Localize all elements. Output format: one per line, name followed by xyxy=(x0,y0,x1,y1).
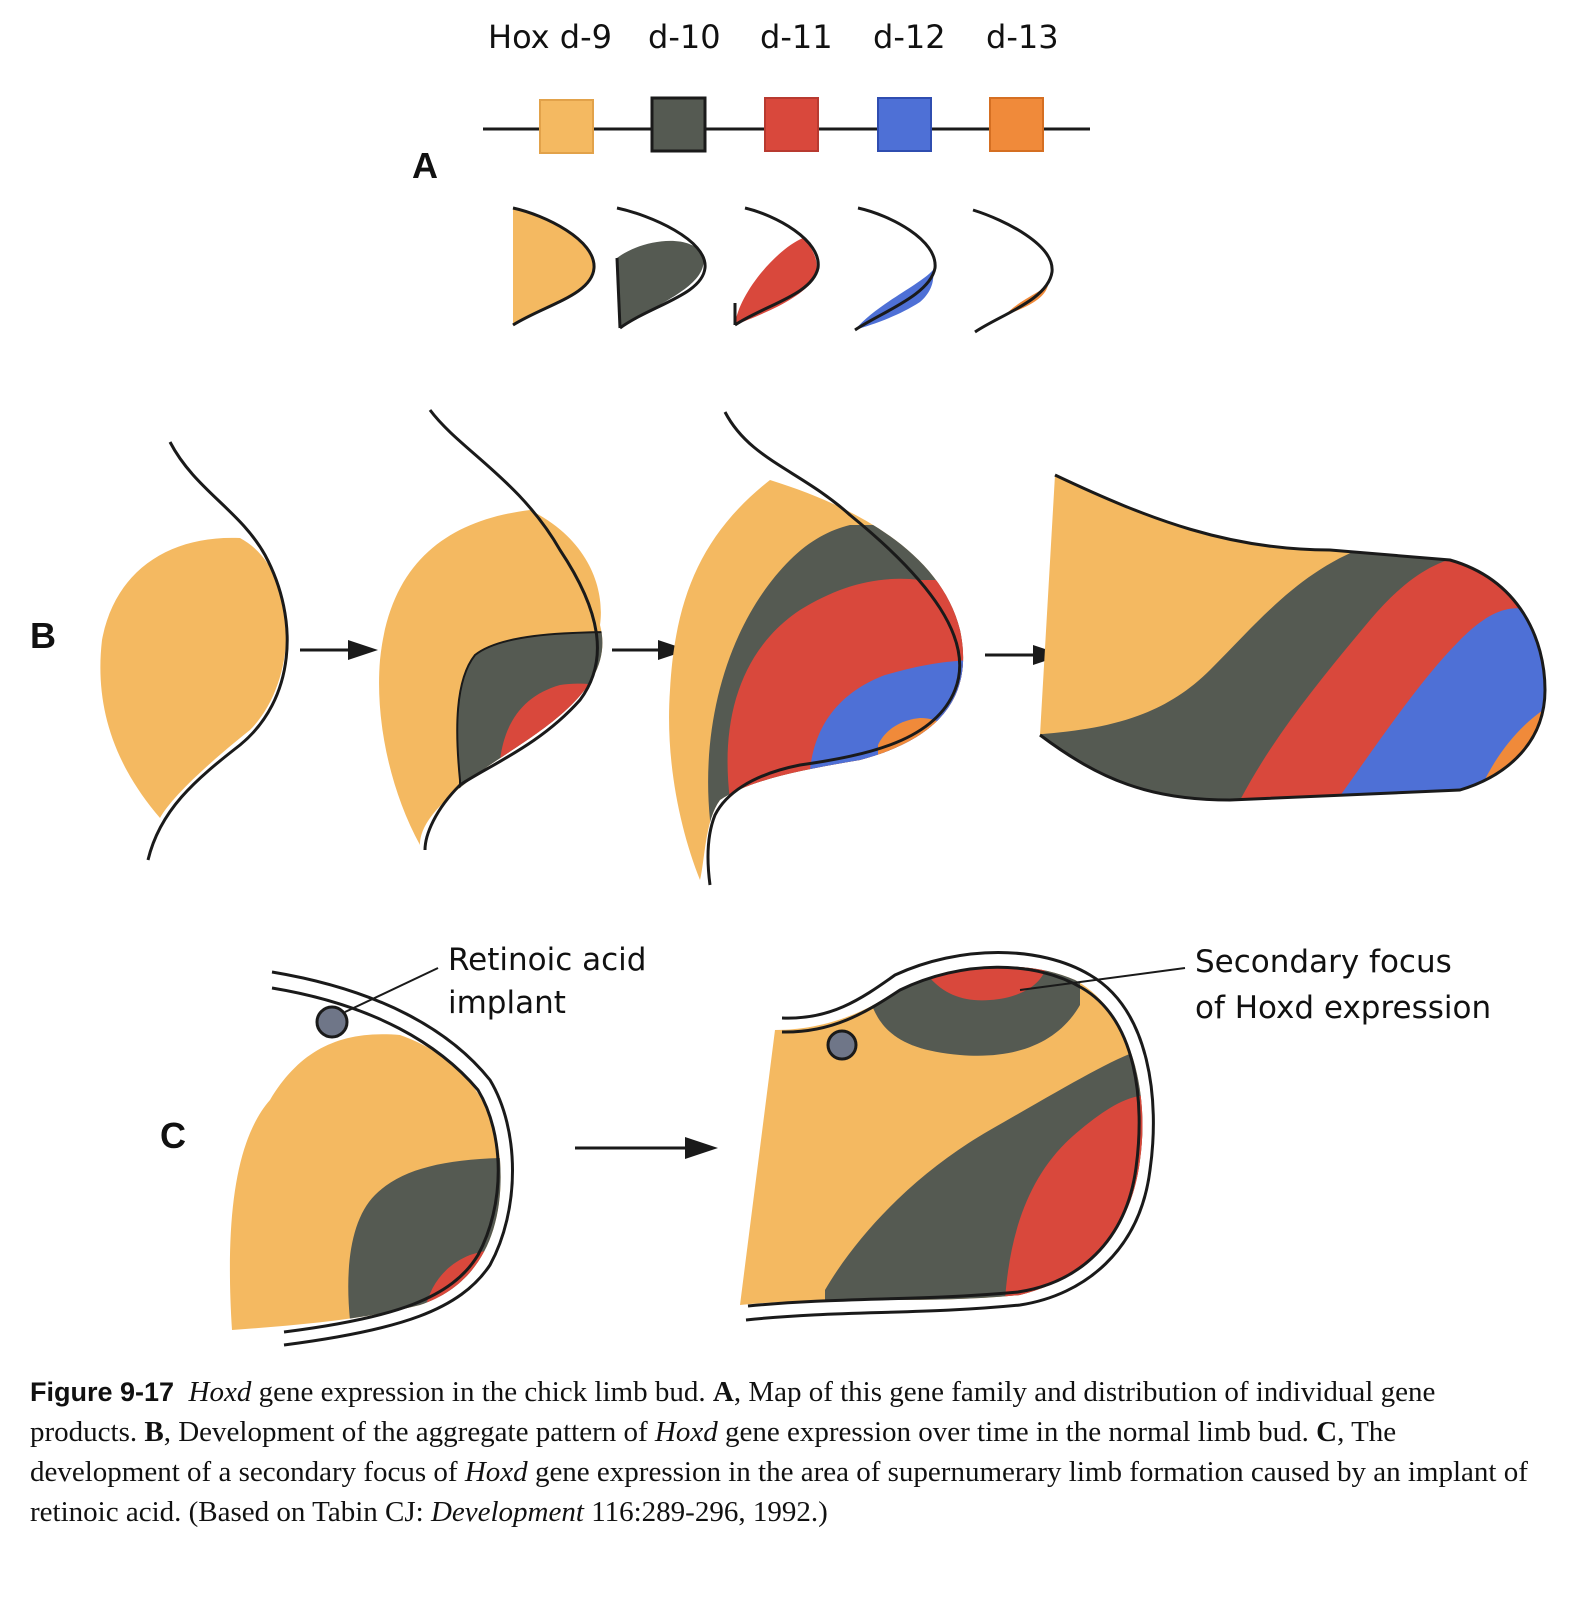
caption-text-5: , The development of a secondary focus o… xyxy=(30,1416,1397,1488)
hoxd-limb-bud-diagram: A Hox d-9 d-10 d-11 d-12 d-13 xyxy=(30,18,1547,1347)
figure-number: Figure 9-17 xyxy=(30,1377,175,1407)
caption-text-3: , Development of the aggregate pattern o… xyxy=(163,1416,655,1448)
panel-b-letter: B xyxy=(30,615,56,656)
caption-text-1: gene expression in the chick limb bud. xyxy=(251,1376,713,1408)
arrow-b1 xyxy=(300,640,378,660)
limb-bud-implant xyxy=(229,967,514,1347)
caption-hoxd: Hoxd xyxy=(188,1376,252,1408)
gene-box-hoxd13 xyxy=(989,97,1044,152)
caption-c-letter: C xyxy=(1316,1416,1338,1448)
focus-label-line1: Secondary focus xyxy=(1195,944,1452,980)
limb-bud-stage-2 xyxy=(379,409,603,851)
expression-bud-hoxd9 xyxy=(512,206,596,327)
implant-label-line1: Retinoic acid xyxy=(448,942,646,978)
retinoic-acid-implant xyxy=(315,1005,349,1039)
implant-leader-line xyxy=(344,967,439,1013)
panel-a: A Hox d-9 d-10 d-11 d-12 d-13 xyxy=(412,18,1090,334)
gene-label-hoxd10: d-10 xyxy=(648,18,721,56)
caption-text-6: gene expression in the area of supernume… xyxy=(30,1456,1528,1528)
gene-box-hoxd10 xyxy=(650,96,707,153)
caption-hoxd-2: Hoxd xyxy=(654,1416,718,1448)
gene-label-hoxd9: Hox d-9 xyxy=(488,18,612,56)
gene-label-hoxd12: d-12 xyxy=(873,18,946,56)
caption-hoxd-3: Hoxd xyxy=(464,1456,528,1488)
panel-c-letter: C xyxy=(160,1115,186,1156)
implant-label-line2: implant xyxy=(448,985,566,1021)
expression-bud-hoxd12 xyxy=(854,206,937,332)
panel-b: B xyxy=(30,409,1547,886)
expression-bud-hoxd10 xyxy=(615,206,707,330)
caption-text-7: 116:289-296, 1992.) xyxy=(583,1496,828,1528)
caption-text-2: , Map of this gene family and distributi… xyxy=(30,1376,1436,1448)
limb-bud-stage-3 xyxy=(669,411,964,886)
gene-box-hoxd12 xyxy=(877,97,932,152)
arrow-b2 xyxy=(612,640,688,660)
limb-bud-stage-1 xyxy=(100,441,289,861)
gene-box-hoxd9 xyxy=(539,99,594,154)
focus-leader-line xyxy=(1019,967,1186,991)
gene-label-hoxd11: d-11 xyxy=(760,18,833,56)
arrow-c xyxy=(575,1137,718,1159)
limb-bud-stage-4 xyxy=(1039,473,1547,802)
limb-bud-secondary-focus xyxy=(740,951,1186,1322)
panel-c: C Retinoic acid implant xyxy=(160,942,1491,1347)
expression-bud-hoxd11 xyxy=(733,206,820,327)
caption-b-letter: B xyxy=(144,1416,164,1448)
caption-text-4: gene expression over time in the normal … xyxy=(717,1416,1317,1448)
expression-bud-hoxd13 xyxy=(972,208,1054,334)
figure-caption: Figure 9-17 Hoxd gene expression in the … xyxy=(30,1372,1530,1532)
caption-a-letter: A xyxy=(712,1376,734,1408)
caption-journal: Development xyxy=(430,1496,584,1528)
gene-box-hoxd11 xyxy=(764,97,819,152)
panel-a-letter: A xyxy=(412,145,438,186)
focus-label-line2: of Hoxd expression xyxy=(1195,990,1491,1026)
gene-label-hoxd13: d-13 xyxy=(986,18,1059,56)
retinoic-acid-implant-2 xyxy=(826,1029,858,1061)
